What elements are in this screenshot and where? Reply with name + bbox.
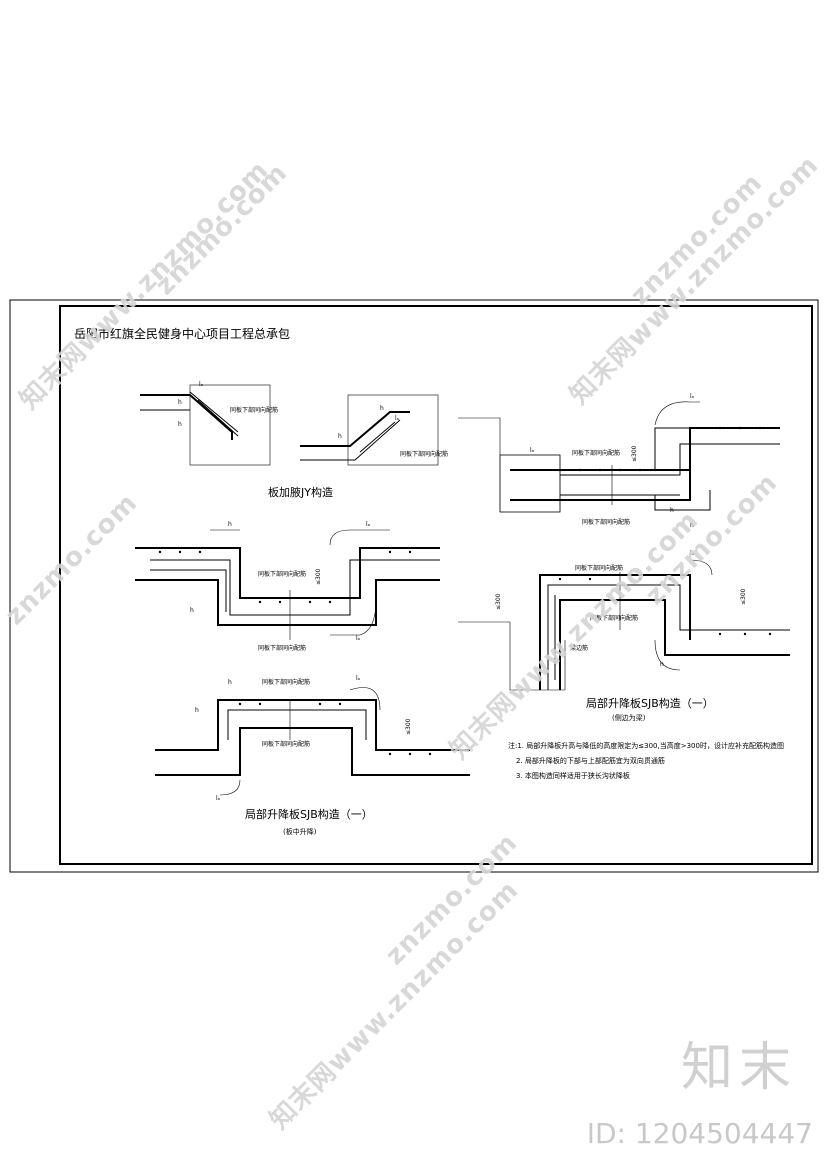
svg-text:lₐ: lₐ xyxy=(366,521,370,528)
svg-text:h: h xyxy=(228,679,232,686)
svg-text:同板下部同向配筋: 同板下部同向配筋 xyxy=(572,449,620,457)
svg-text:h: h xyxy=(190,607,194,614)
svg-text:同板下部同向配筋: 同板下部同向配筋 xyxy=(262,678,310,686)
svg-text:h: h xyxy=(178,399,182,406)
svg-text:≤300: ≤300 xyxy=(495,593,502,610)
outer-border xyxy=(9,299,819,873)
svg-text:同板下部同向配筋: 同板下部同向配筋 xyxy=(258,644,306,652)
svg-text:≤300: ≤300 xyxy=(405,718,412,735)
image-id: ID: 1204504447 xyxy=(586,1117,813,1150)
note-1: 注:1. 局部升降板升高与降低的高度限定为≤300,当高度>300时，设计应补充… xyxy=(508,741,784,750)
caption-sjb-mid: 局部升降板SJB构造（一） xyxy=(245,807,373,821)
detail-jy: lₐ h h 同板下部同向配筋 lₐ h h 同板下部同向配筋 板加腋JY构造 xyxy=(140,381,448,499)
detail-sjb-side-lower: ≤300 ≤300 同板下部同向配筋 同板下部同向配筋 梁边筋 lₐ h 局部升… xyxy=(458,550,790,722)
svg-text:lₐ: lₐ xyxy=(356,675,360,682)
svg-text:lₐ: lₐ xyxy=(530,447,534,454)
svg-text:同板下部同向配筋: 同板下部同向配筋 xyxy=(590,614,638,622)
svg-text:同板下部同向配筋: 同板下部同向配筋 xyxy=(258,570,306,578)
svg-text:h: h xyxy=(178,421,182,428)
svg-text:h: h xyxy=(380,405,384,412)
caption-sjb-mid-sub: (板中升降) xyxy=(283,827,317,836)
note-2: 2. 局部升降板的下部与上部配筋宜为双向贯通筋 xyxy=(516,756,665,765)
svg-text:lₐ: lₐ xyxy=(395,415,399,422)
note-3: 3. 本图构造同样适用于狭长沟状降板 xyxy=(516,771,630,780)
svg-text:同板下部同向配筋: 同板下部同向配筋 xyxy=(582,518,630,526)
svg-text:≤300: ≤300 xyxy=(631,445,638,462)
detail-sjb-mid-lower: h 同板下部同向配筋 lₐ 同板下部同向配筋 ≤300 h lₐ 局部升降板SJ… xyxy=(155,675,470,836)
notes: 注:1. 局部升降板升高与降低的高度限定为≤300,当高度>300时，设计应补充… xyxy=(508,741,784,780)
svg-text:h: h xyxy=(228,521,232,528)
detail-sjb-mid-upper: h lₐ 同板下部同向配筋 同板下部同向配筋 ≤300 lₐ h xyxy=(135,521,440,652)
brand-logo: 知末 xyxy=(680,1038,797,1098)
svg-text:lₐ: lₐ xyxy=(199,381,203,388)
detail-sjb-side-upper: lₐ 同板下部同向配筋 ≤300 lₐ h h 同板下部同向配筋 xyxy=(458,393,780,529)
inner-border xyxy=(59,305,813,865)
svg-text:同板下部同向配筋: 同板下部同向配筋 xyxy=(230,406,278,414)
svg-text:同板下部同向配筋: 同板下部同向配筋 xyxy=(575,564,623,572)
svg-text:lₐ: lₐ xyxy=(356,635,360,642)
svg-text:h: h xyxy=(195,707,199,714)
svg-text:h: h xyxy=(690,522,694,529)
svg-text:同板下部同向配筋: 同板下部同向配筋 xyxy=(262,740,310,748)
svg-text:h: h xyxy=(338,433,342,440)
project-title: 岳阳市红旗全民健身中心项目工程总承包 xyxy=(74,326,290,341)
svg-text:lₐ: lₐ xyxy=(690,393,694,400)
svg-text:同板下部同向配筋: 同板下部同向配筋 xyxy=(400,450,448,458)
svg-text:≤300: ≤300 xyxy=(740,588,747,605)
svg-text:h: h xyxy=(660,661,664,668)
caption-sjb-side: 局部升降板SJB构造（一） xyxy=(586,696,714,710)
svg-text:lₐ: lₐ xyxy=(690,550,694,557)
caption-jy: 板加腋JY构造 xyxy=(268,485,333,499)
svg-text:梁边筋: 梁边筋 xyxy=(570,644,588,652)
caption-sjb-side-sub: (侧边为梁) xyxy=(612,713,646,722)
svg-text:≤300: ≤300 xyxy=(315,568,322,585)
svg-text:lₐ: lₐ xyxy=(216,795,220,802)
svg-text:h: h xyxy=(670,507,674,514)
